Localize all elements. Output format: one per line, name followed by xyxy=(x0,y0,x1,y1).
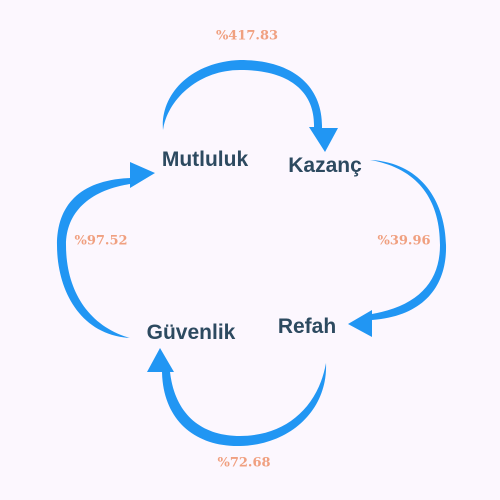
node-mutluluk: Mutluluk xyxy=(161,148,249,171)
arrow-guvenlik-mutluluk xyxy=(57,162,155,338)
edge-label-mutluluk-kazanc: %417.83 xyxy=(215,28,279,44)
node-kazanc: Kazanç xyxy=(288,154,362,177)
arrow-kazanc-refah xyxy=(348,160,447,337)
arrow-refah-guvenlik xyxy=(147,348,327,447)
node-guvenlik: Güvenlik xyxy=(146,321,236,344)
edge-label-kazanc-refah: %39.96 xyxy=(377,233,431,249)
node-refah: Refah xyxy=(277,315,337,338)
edge-label-refah-guvenlik: %72.68 xyxy=(217,455,271,471)
arrow-mutluluk-kazanc xyxy=(162,60,338,152)
edge-label-guvenlik-mutluluk: %97.52 xyxy=(74,233,128,249)
